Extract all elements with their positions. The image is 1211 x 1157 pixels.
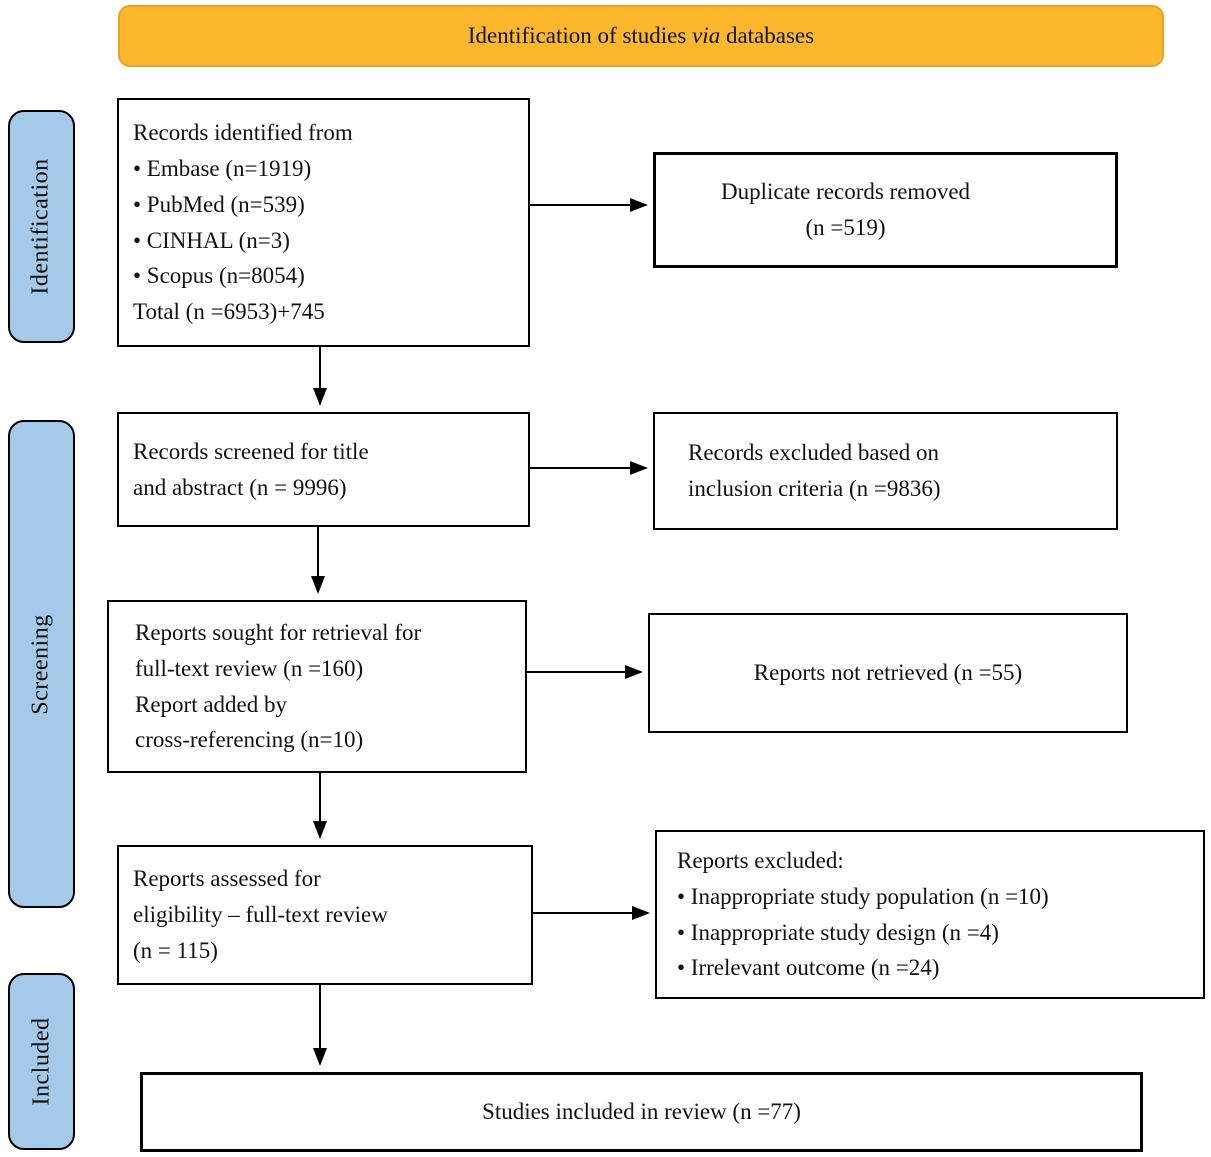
box-text: Records identified from • Embase (n=1919… [133, 119, 353, 325]
box-text: Reports excluded: • Inappropriate study … [677, 847, 1049, 981]
box-text: Records screened for title and abstract … [133, 438, 369, 500]
banner-identification-via-databases: Identification of studies via databases [118, 5, 1164, 67]
box-text: Reports assessed for eligibility – full-… [133, 866, 388, 963]
box-reports-excluded: Reports excluded: • Inappropriate study … [655, 830, 1205, 999]
box-studies-included: Studies included in review (n =77) [140, 1072, 1143, 1152]
stage-label-text: Identification [28, 158, 54, 295]
box-reports-not-retrieved: Reports not retrieved (n =55) [648, 613, 1128, 733]
stage-label-included: Included [8, 973, 75, 1150]
box-reports-assessed: Reports assessed for eligibility – full-… [117, 845, 533, 985]
stage-label-text: Screening [28, 613, 54, 715]
box-duplicate-records-removed: Duplicate records removed (n =519) [653, 152, 1118, 268]
box-text: Records excluded based on inclusion crit… [688, 440, 941, 501]
box-text: Reports sought for retrieval for full-te… [135, 619, 422, 753]
box-records-excluded: Records excluded based on inclusion crit… [653, 412, 1118, 530]
stage-label-text: Included [28, 1017, 54, 1106]
box-records-identified: Records identified from • Embase (n=1919… [117, 98, 530, 347]
box-text: Studies included in review (n =77) [482, 1099, 801, 1125]
banner-italic-via: via [692, 23, 721, 48]
stage-label-screening: Screening [8, 420, 75, 908]
box-records-screened: Records screened for title and abstract … [117, 412, 530, 527]
box-text: Reports not retrieved (n =55) [753, 660, 1023, 686]
box-text: Duplicate records removed (n =519) [720, 179, 971, 240]
box-reports-sought: Reports sought for retrieval for full-te… [107, 600, 527, 773]
banner-text: Identification of studies via databases [467, 23, 815, 48]
stage-label-identification: Identification [8, 110, 75, 343]
